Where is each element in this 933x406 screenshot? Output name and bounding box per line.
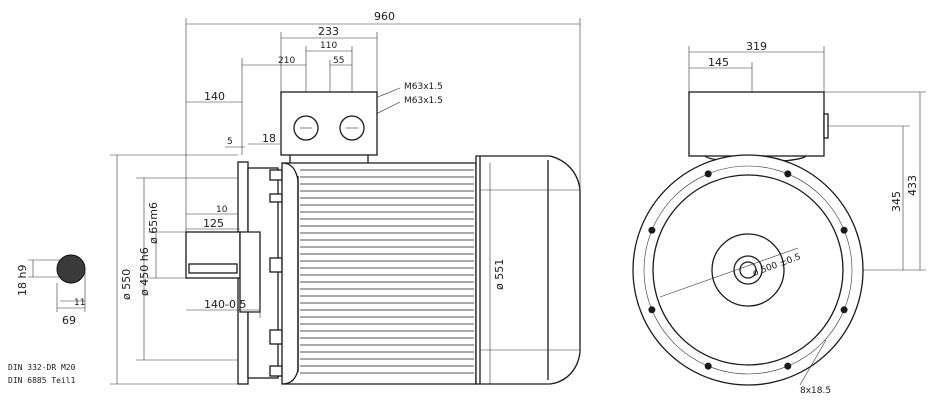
box-offset-label: 145: [708, 56, 729, 69]
key-section: 18 h9 11 69: [16, 254, 86, 327]
notes: DIN 332-DR M20 DIN 6885 Teil1: [8, 363, 76, 385]
motor-frame: [281, 162, 477, 385]
spigot-diameter-label: ø 450 h6: [138, 247, 151, 296]
flange-to-box-label: 140: [204, 90, 225, 103]
box-width-label: 319: [746, 40, 767, 53]
shaft-diameter-label: ø 65m6: [147, 202, 160, 244]
end-view: 319 145 433 345 ø 500 ±0.5 8x18.5: [632, 40, 926, 396]
gland-spacing-label: 110: [320, 41, 337, 51]
bolt-hole: [784, 362, 792, 370]
gland-1-label: M63x1.5: [404, 82, 443, 92]
bolt-hole: [840, 226, 848, 234]
flange-thickness-label: 18: [262, 132, 276, 145]
holes-label: 8x18.5: [800, 386, 831, 396]
terminal-box-width-label: 233: [318, 25, 339, 38]
hub-circle: [711, 233, 785, 307]
fan-cover: [475, 155, 581, 385]
shaft-keyway: [188, 263, 238, 274]
bolt-hole: [784, 170, 792, 178]
bolt-hole: [648, 226, 656, 234]
key-width-label: 18 h9: [16, 265, 29, 296]
shaft-step-label: 10: [216, 205, 228, 215]
frame-diameter-label: ø 551: [493, 259, 506, 290]
cable-gland-2: [339, 115, 365, 141]
note-din-6885: DIN 6885 Teil1: [8, 376, 76, 385]
shaft-height-69-label: 69: [62, 314, 76, 327]
shaft-end-circle: [733, 255, 763, 285]
shaft-extension-label: 140-0.5: [204, 298, 246, 311]
shaft-length-label: 125: [203, 217, 224, 230]
bolt-hole: [704, 170, 712, 178]
bolt-hole: [648, 306, 656, 314]
overall-length-label: 960: [374, 10, 395, 23]
flange-diameter-label: ø 550: [120, 269, 133, 300]
cooling-fins: [300, 169, 474, 374]
cable-gland-1: [293, 115, 319, 141]
bolt-holes: [648, 170, 848, 370]
bolt-hole: [704, 362, 712, 370]
end-view-terminal-box: [688, 91, 825, 157]
shaft-height-345-label: 345: [890, 191, 903, 212]
shaft-section-circle: [56, 254, 86, 284]
box-top-height-label: 433: [906, 175, 919, 196]
bolt-hole: [840, 306, 848, 314]
spigot-depth-label: 5: [227, 137, 233, 147]
side-view: 960 233 110 210 55 M63x1.5 M63x1.5 140 5…: [110, 10, 581, 385]
gland-offset-55-label: 55: [333, 56, 344, 66]
gland-2-label: M63x1.5: [404, 96, 443, 106]
end-flange-circle: [632, 154, 864, 386]
shaft: [185, 231, 241, 279]
terminal-box: [280, 91, 378, 156]
gland-offset-210-label: 210: [278, 56, 295, 66]
end-frame-circle: [652, 174, 844, 366]
key-depth-label: 11: [74, 298, 85, 308]
note-din-332: DIN 332-DR M20: [8, 363, 76, 372]
